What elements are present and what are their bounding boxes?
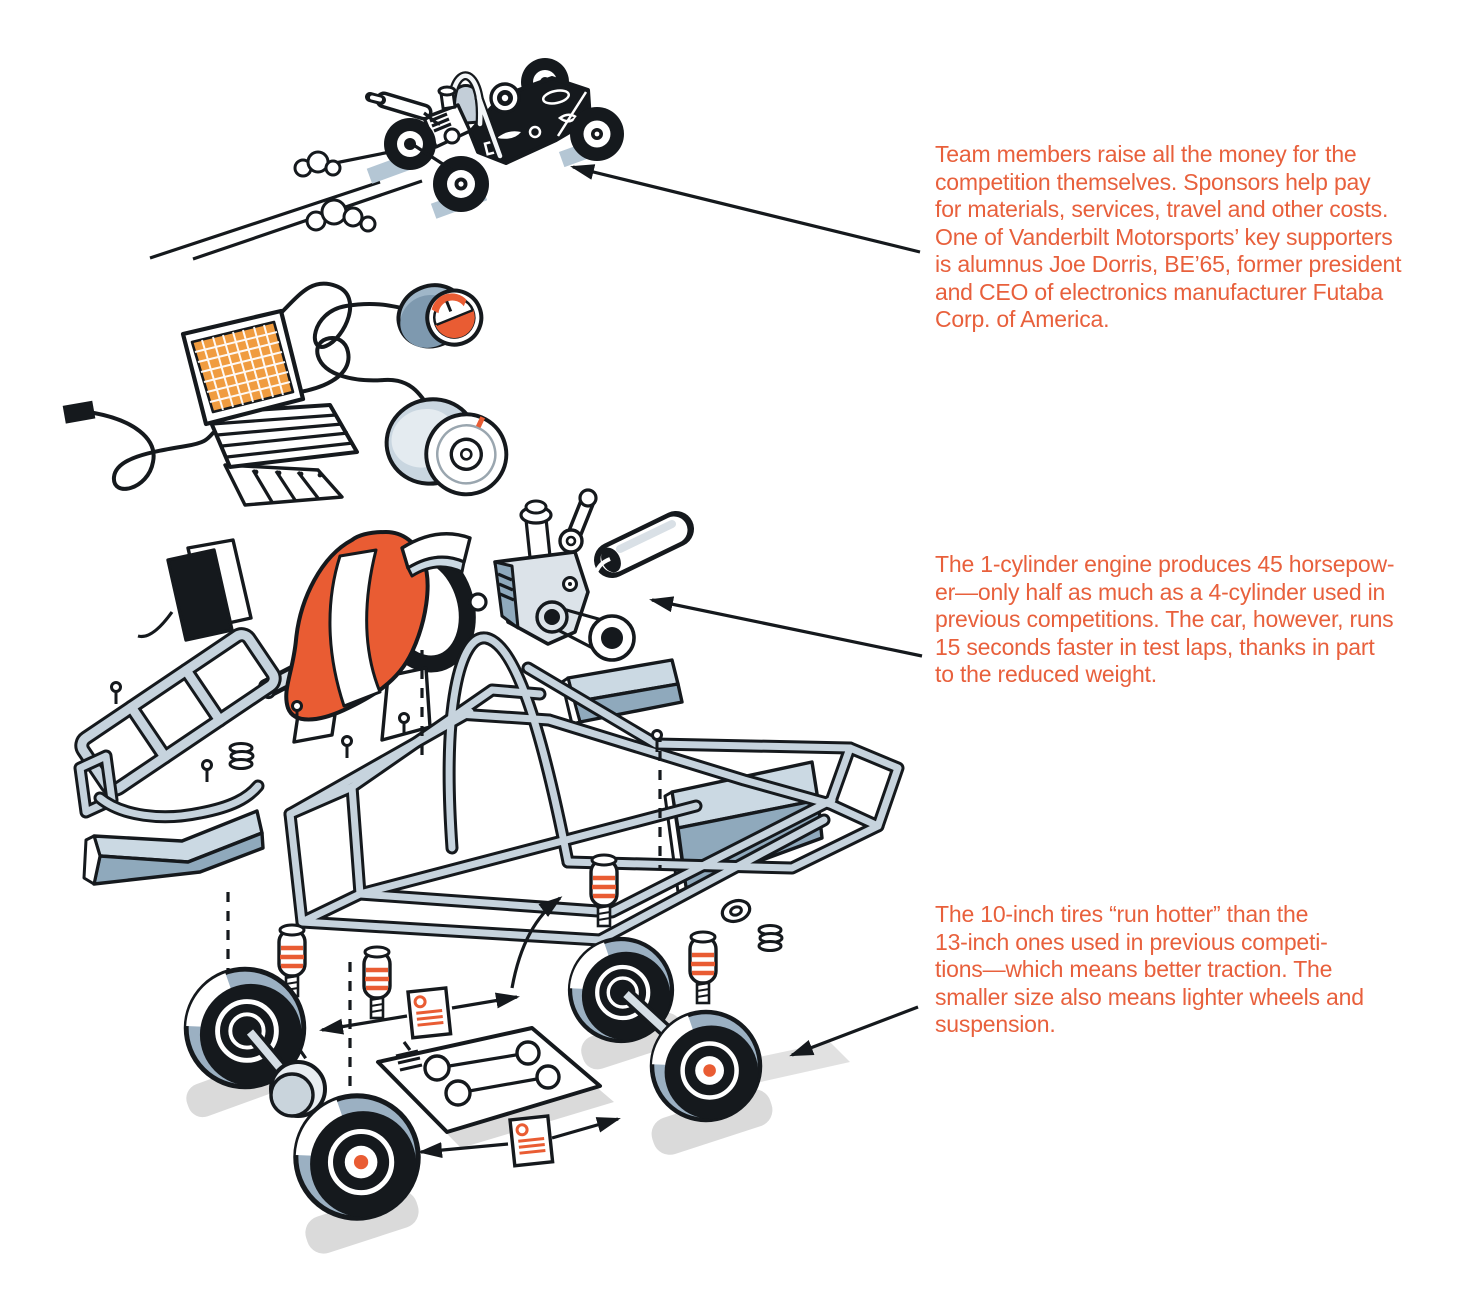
wheel-pair-left bbox=[186, 969, 418, 1218]
washer-icon bbox=[720, 898, 752, 924]
curve-arrow-icon bbox=[510, 896, 563, 989]
assembled-race-car bbox=[365, 58, 624, 219]
mirror-panels bbox=[137, 538, 253, 642]
car-muffler-icon bbox=[365, 91, 441, 126]
nose-panel bbox=[82, 809, 265, 886]
side-frame-ladder bbox=[78, 631, 277, 816]
car-wheel-icon bbox=[384, 118, 436, 170]
gauge-small-icon bbox=[396, 283, 484, 349]
headrest-panel bbox=[400, 532, 472, 578]
annotation-arrow-tires bbox=[789, 1005, 919, 1057]
gauge-large-icon bbox=[384, 397, 509, 497]
cable-plug-icon bbox=[62, 400, 96, 424]
annotation-tires: The 10-inch tires “run hotter” than the … bbox=[935, 901, 1364, 1037]
car-wheel-icon bbox=[433, 156, 489, 212]
laptop-screen bbox=[180, 308, 306, 427]
car-wheel-icon bbox=[570, 107, 624, 161]
dimension-arrows bbox=[319, 986, 621, 1168]
telemetry-station bbox=[62, 281, 509, 507]
annotation-engine: The 1-cylinder engine produces 45 horsep… bbox=[935, 551, 1395, 687]
car-body-doodles bbox=[483, 89, 588, 156]
racing-seat bbox=[284, 530, 432, 744]
loose-bolt-icon bbox=[468, 592, 488, 612]
spec-card-icon bbox=[406, 986, 453, 1040]
data-module bbox=[223, 463, 344, 507]
speed-lines bbox=[149, 150, 423, 261]
wheel-rear-left bbox=[296, 1096, 418, 1218]
engine-cylinder bbox=[519, 499, 553, 563]
annotation-funding: Team members raise all the money for the… bbox=[935, 141, 1402, 332]
annotation-arrow-funding bbox=[570, 164, 921, 254]
suspension-plate bbox=[376, 1026, 614, 1148]
car-engine-box bbox=[422, 85, 472, 149]
engine-linkage bbox=[558, 488, 598, 554]
muffler-icon bbox=[576, 511, 694, 594]
wheel-rear-right bbox=[652, 1012, 760, 1120]
wheel-pair-right bbox=[570, 939, 760, 1120]
car-steering-icon bbox=[489, 82, 521, 114]
spec-card-icon bbox=[508, 1114, 555, 1168]
laptop-keyboard bbox=[205, 403, 359, 469]
engine-block bbox=[493, 550, 590, 646]
annotation-arrow-engine bbox=[649, 596, 923, 658]
cable bbox=[92, 281, 438, 491]
seat-stripe bbox=[328, 548, 382, 708]
belt-and-pulleys bbox=[535, 600, 636, 662]
fasteners bbox=[110, 681, 784, 952]
engine-assembly bbox=[493, 488, 694, 662]
dust-cloud-icon bbox=[293, 150, 377, 233]
